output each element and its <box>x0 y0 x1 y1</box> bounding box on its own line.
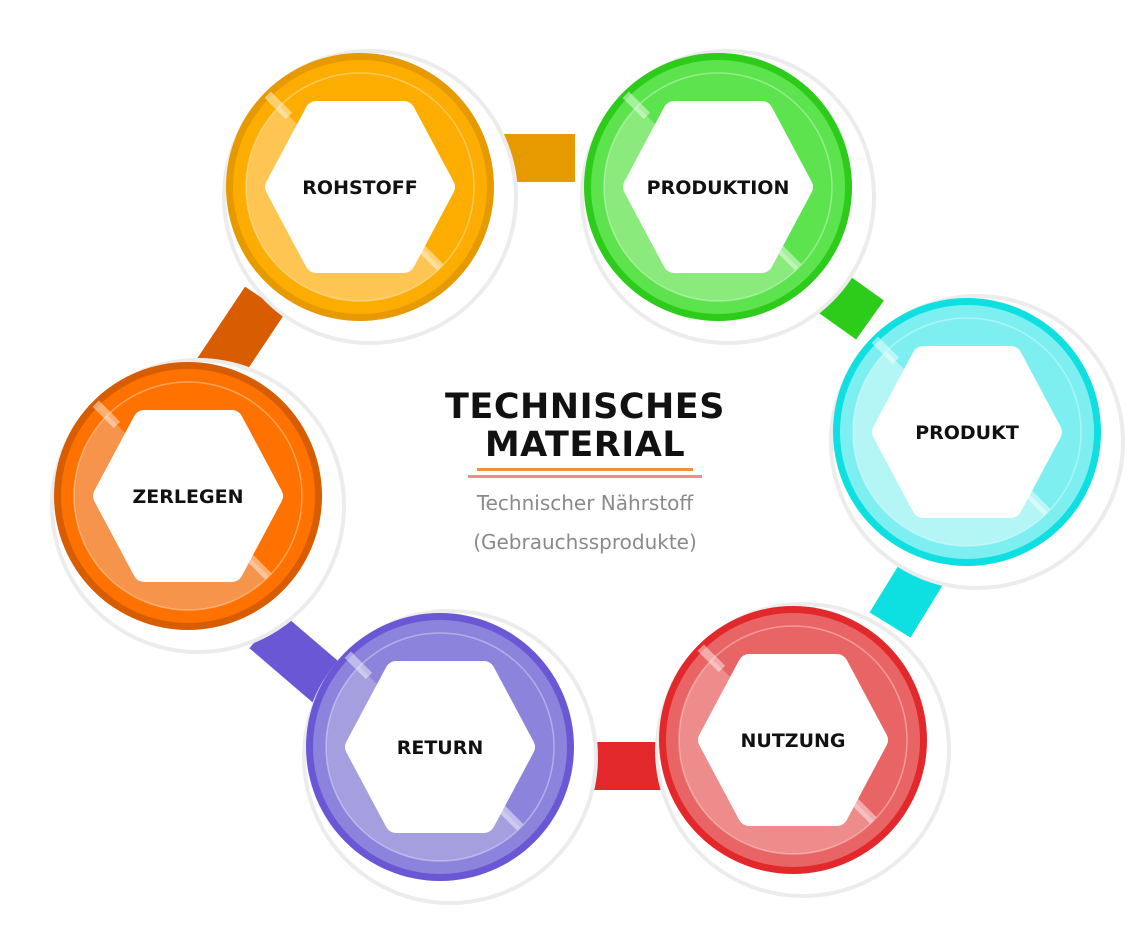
title-underline-pink <box>468 475 702 478</box>
tick-mark-1 <box>697 644 726 673</box>
inner-edge <box>852 317 1082 547</box>
tick-mark-1 <box>622 91 651 120</box>
hexagon <box>872 346 1062 518</box>
hexagon <box>623 101 813 273</box>
tick-mark-1 <box>264 91 293 120</box>
step-label: RETURN <box>397 737 484 759</box>
hexagon <box>345 661 535 833</box>
step-label: PRODUKTION <box>647 177 790 199</box>
center-subtitle-line2: (Gebrauchssprodukte) <box>473 530 697 554</box>
tick-mark-1 <box>871 336 900 365</box>
step-return: RETURN <box>306 613 574 881</box>
center-title-line1: TECHNISCHES <box>445 387 725 427</box>
center-subtitle-line1: Technischer Nährstoff <box>476 491 694 515</box>
inner-edge <box>603 72 833 302</box>
inner-edge <box>245 72 475 302</box>
step-label: NUTZUNG <box>741 730 846 752</box>
hexagon <box>265 101 455 273</box>
step-zerlegen: ZERLEGEN <box>54 362 322 630</box>
step-rohstoff: ROHSTOFF <box>226 53 494 321</box>
step-label: ROHSTOFF <box>302 177 417 199</box>
center-title-line2: MATERIAL <box>484 425 686 465</box>
step-produktion: PRODUKTION <box>584 53 852 321</box>
hexagon <box>93 410 283 582</box>
step-nutzung: NUTZUNG <box>659 606 927 874</box>
hexagon <box>698 654 888 826</box>
inner-edge <box>73 381 303 611</box>
title-underline-orange <box>477 468 693 471</box>
step-label: PRODUKT <box>915 422 1019 444</box>
step-label: ZERLEGEN <box>133 486 244 508</box>
inner-edge <box>678 625 908 855</box>
step-produkt: PRODUKT <box>833 298 1101 566</box>
connector-5 <box>249 611 351 709</box>
center-caption: TECHNISCHES MATERIAL Technischer Nährsto… <box>400 388 770 556</box>
inner-edge <box>325 632 555 862</box>
tick-mark-1 <box>344 651 373 680</box>
tick-mark-1 <box>92 400 121 429</box>
